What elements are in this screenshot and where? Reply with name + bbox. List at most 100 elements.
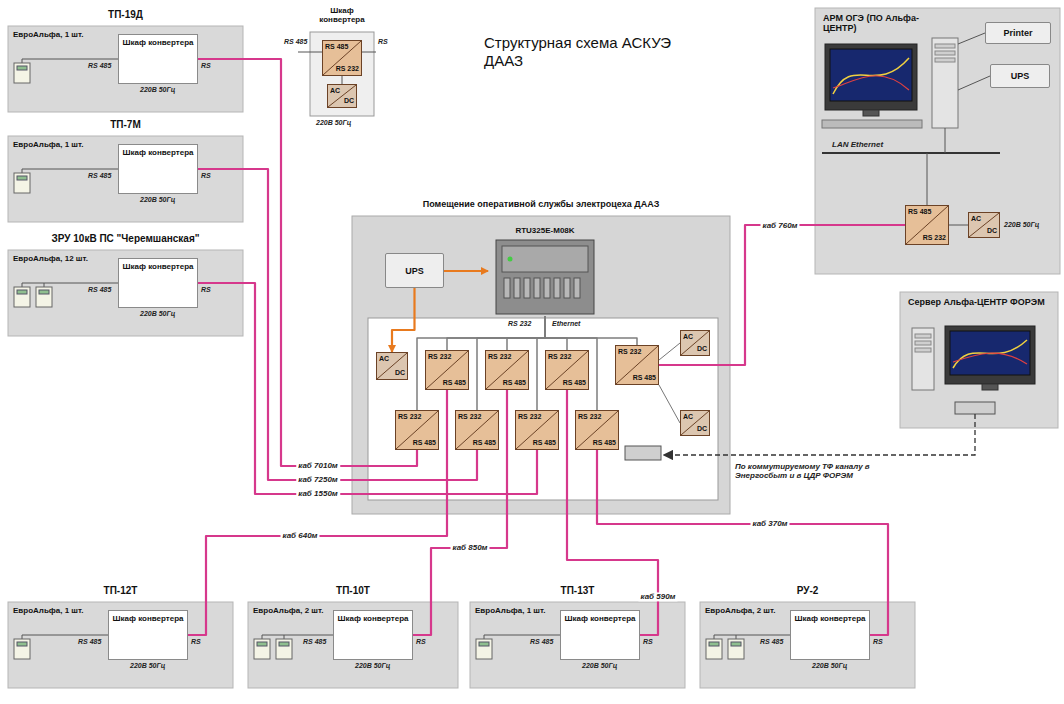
box-label: AC bbox=[971, 215, 981, 223]
site-panel-ground bbox=[8, 250, 243, 336]
meter-display bbox=[17, 176, 27, 180]
ups-box: UPS bbox=[990, 64, 1050, 88]
meter-wire bbox=[22, 283, 23, 287]
cable-connector bbox=[444, 269, 488, 272]
converter-cabinet: Шкаф конвертера bbox=[560, 610, 640, 660]
annotation: RS 485 bbox=[78, 638, 101, 646]
converter-diagonal bbox=[681, 411, 709, 435]
monitor-stand bbox=[863, 110, 879, 116]
converter-diagonal bbox=[576, 411, 618, 449]
converter-cabinet: Шкаф конвертера bbox=[118, 34, 198, 84]
annotation: RS bbox=[873, 638, 883, 646]
power-wire bbox=[659, 343, 680, 360]
box-label: Шкаф конвертера bbox=[336, 614, 410, 623]
interface-converter: RS 232RS 485 bbox=[485, 350, 529, 390]
annotation: RS bbox=[201, 172, 211, 180]
rtu-slot bbox=[504, 278, 510, 298]
site-panel: ЗРУ 10кВ ПС "Черемшанская"ЕвроАльфа, 12 … bbox=[8, 232, 243, 336]
converter-diagonal bbox=[377, 353, 407, 379]
chart-curve bbox=[833, 76, 909, 90]
converter-diagonal bbox=[426, 351, 468, 389]
interface-converter: RS 232RS 485 bbox=[545, 350, 589, 390]
meter-display bbox=[257, 642, 267, 646]
converter-diagonal bbox=[328, 85, 356, 107]
converter-diagonal bbox=[396, 411, 438, 449]
annotation: 220В 50Гц bbox=[582, 662, 617, 670]
monitor-frame bbox=[945, 326, 1035, 384]
meter-wire bbox=[484, 635, 560, 636]
box-label: RS 232 bbox=[923, 234, 946, 242]
cable-length: каб 370м bbox=[750, 519, 789, 528]
server-ground bbox=[900, 292, 1058, 428]
meter-wire bbox=[714, 635, 790, 636]
power-supply: ACDC bbox=[680, 330, 710, 356]
box-label: ЕвроАльфа, 1 шт. bbox=[13, 140, 83, 149]
ups-box: UPS bbox=[385, 253, 444, 288]
interface-converter: RS 232RS 485 bbox=[515, 410, 559, 450]
meter-wire bbox=[22, 169, 23, 173]
power-supply: ACDC bbox=[968, 212, 1000, 238]
drive-bay bbox=[915, 341, 931, 345]
rtu-led bbox=[508, 257, 513, 262]
meter-icon bbox=[14, 639, 30, 659]
cable-length: каб 7010м bbox=[296, 461, 340, 470]
rtu-slot bbox=[574, 278, 580, 298]
power-supply: ACDC bbox=[680, 410, 710, 436]
cable-connector bbox=[545, 316, 637, 345]
monitor-screen bbox=[830, 49, 912, 101]
box-label: RTU325E-M08K bbox=[488, 226, 602, 235]
site-panel-ground bbox=[8, 136, 243, 222]
rtu-slot bbox=[524, 278, 530, 298]
cable-connector bbox=[537, 316, 545, 410]
annotation: LAN Ethernet bbox=[832, 140, 883, 149]
site-panel-ground bbox=[248, 602, 458, 688]
meter-wire bbox=[44, 283, 45, 287]
box-label: ЕвроАльфа, 1 шт. bbox=[13, 606, 83, 615]
site-panel-ground bbox=[8, 602, 233, 688]
cable-connector bbox=[417, 316, 545, 410]
control-room-panel: Помещение оперативной службы электроцеха… bbox=[352, 198, 730, 514]
box-label: RS 485 bbox=[413, 439, 436, 447]
box-label: DC bbox=[697, 345, 707, 353]
meter-wire bbox=[714, 635, 715, 639]
meter-icon bbox=[476, 639, 492, 659]
cable-length: каб 1550м bbox=[296, 489, 340, 498]
converter-cabinet: Шкаф конвертера bbox=[118, 144, 198, 194]
meter-display bbox=[39, 290, 49, 294]
power-supply: ACDC bbox=[327, 84, 357, 108]
equipment-rack bbox=[368, 318, 718, 500]
box-label: Шкаф конвертера bbox=[111, 614, 185, 623]
meter-icon bbox=[14, 63, 30, 83]
annotation: RS bbox=[201, 62, 211, 70]
site-panel: ТП-10ТЕвроАльфа, 2 шт.Шкаф конвертера bbox=[248, 584, 458, 688]
box-label: DC bbox=[344, 97, 354, 105]
annotation: 220В 50Гц bbox=[140, 310, 175, 318]
box-label: RS 485 bbox=[908, 208, 931, 216]
pc-tower bbox=[932, 38, 958, 128]
box-label: Шкаф конвертера bbox=[793, 614, 867, 623]
wire bbox=[945, 128, 946, 153]
annotation: RS 485 bbox=[88, 62, 111, 70]
interface-converter: RS 232RS 485 bbox=[395, 410, 439, 450]
box-label: ЕвроАльфа, 12 шт. bbox=[13, 254, 88, 263]
annotation: RS 485 bbox=[88, 286, 111, 294]
panel-heading: АРМ ОГЭ (ПО Альфа-ЦЕНТР) bbox=[823, 13, 948, 34]
site-panel-ground bbox=[700, 602, 915, 688]
meter-display bbox=[479, 642, 489, 646]
box-label: Printer bbox=[986, 28, 1050, 38]
drive-bay bbox=[935, 58, 955, 62]
panel-heading: Помещение оперативной службы электроцеха… bbox=[352, 199, 730, 209]
converter-diagonal bbox=[516, 411, 558, 449]
box-label: RS 232 bbox=[548, 353, 571, 361]
rtu-slot bbox=[544, 278, 550, 298]
converter-diagonal bbox=[456, 411, 498, 449]
annotation: 220В 50Гц bbox=[316, 119, 351, 127]
panel-heading: ТП-10Т bbox=[248, 585, 458, 597]
meter-display bbox=[709, 642, 719, 646]
converter-diagonal bbox=[681, 331, 709, 355]
meter-wire bbox=[22, 59, 23, 63]
box-label: RS 485 bbox=[593, 439, 616, 447]
printer-box: Printer bbox=[985, 22, 1051, 44]
converter-cabinet-legend: Шкаф конвертераRS 485RS 232ACDC bbox=[310, 6, 374, 116]
box-label: RS 485 bbox=[533, 439, 556, 447]
